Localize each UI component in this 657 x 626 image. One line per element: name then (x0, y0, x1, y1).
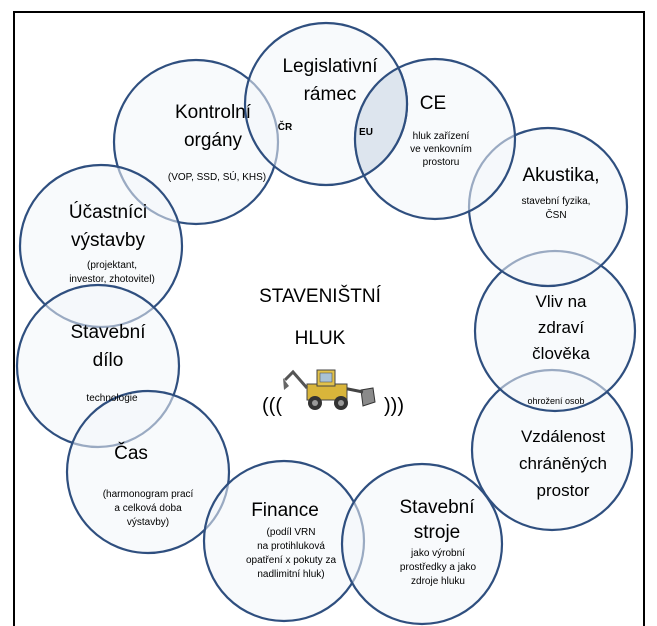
finance-detail-line1: (podíl VRN (267, 527, 316, 538)
dilo-title-line2: dílo (93, 350, 124, 371)
circle-stroje (340, 462, 504, 626)
akustika-detail-line1: stavební fyzika, (522, 196, 591, 207)
center-title-line2: HLUK (295, 328, 346, 349)
finance-title: Finance (251, 500, 319, 521)
overlap-lens (353, 66, 409, 178)
legislativni-title-line2: rámec (304, 84, 357, 105)
ce-detail-line1: hluk zařízení (413, 131, 470, 142)
finance-detail-line2: na protihluková (257, 541, 325, 552)
cas-title: Čas (114, 442, 148, 464)
finance-detail-line3: opatření x pokuty za (246, 555, 336, 566)
cas-detail-line1: (harmonogram prací (103, 489, 194, 500)
vliv-title-line3: člověka (532, 344, 590, 363)
dilo-detail: technologie (86, 393, 138, 404)
sound-waves-right: ))) (384, 395, 404, 417)
ce-detail-line2: ve venkovním (410, 144, 472, 155)
legislativni-title-line1: Legislativní (282, 56, 378, 77)
stroje-detail-line1: jako výrobní (410, 548, 465, 559)
ucastnici-title-line2: výstavby (71, 230, 145, 251)
stroje-detail-line3: zdroje hluku (411, 576, 465, 587)
ucastnici-title-line1: Účastníci (69, 201, 147, 223)
vzdalenost-title-line2: chráněných (519, 454, 607, 473)
ce-detail-line3: prostoru (423, 157, 460, 168)
circle-cas (65, 389, 231, 555)
stroje-title-line1: Stavební (400, 497, 476, 518)
finance-detail-line4: nadlimitní hluk) (257, 569, 324, 580)
cas-detail-line3: výstavby) (127, 517, 169, 528)
circles-layer (15, 21, 637, 626)
vzdalenost-title-line1: Vzdálenost (521, 427, 605, 446)
vzdalenost-title-line3: prostor (537, 481, 590, 500)
ucastnici-detail-line1: (projektant, (87, 260, 137, 271)
kontrolni-title-line1: Kontrolní (175, 102, 252, 123)
dilo-title-line1: Stavební (71, 322, 147, 343)
vliv-title-line1: Vliv na (535, 292, 587, 311)
ucastnici-detail-line2: investor, zhotovitel) (69, 274, 155, 285)
vliv-detail: ohrožení osob (527, 396, 584, 406)
legislativni-eu-label: EU (359, 127, 373, 138)
legislativni-cr-label: ČR (278, 120, 293, 133)
center-title-line1: STAVENIŠTNÍ (259, 285, 381, 307)
sound-waves-left: ((( (262, 395, 282, 417)
kontrolni-title-line2: orgány (184, 130, 243, 151)
cas-detail-line2: a celková doba (114, 503, 182, 514)
vliv-title-line2: zdraví (538, 318, 585, 337)
akustika-detail-line2: ČSN (545, 208, 566, 221)
akustika-title: Akustika, (522, 165, 599, 186)
backhoe-loader-icon (283, 369, 376, 410)
stroje-title-line2: stroje (414, 522, 460, 543)
ce-title: CE (420, 93, 446, 114)
frame-border (13, 11, 645, 626)
stroje-detail-line2: prostředky a jako (400, 562, 477, 573)
kontrolni-detail: (VOP, SSD, SÚ, KHS) (168, 170, 266, 183)
